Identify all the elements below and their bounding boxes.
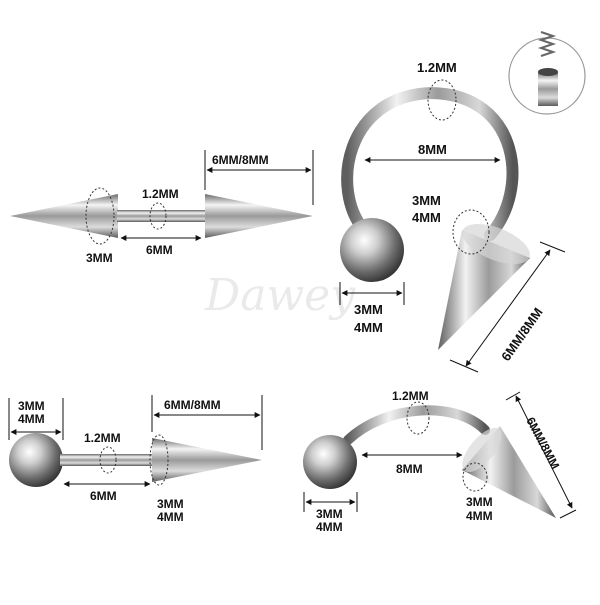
- length-label: 6MM/8MM: [164, 398, 221, 412]
- ball-end: [340, 218, 404, 282]
- length-label: 6MM/8MM: [212, 153, 269, 167]
- bar: [60, 454, 154, 466]
- fig1-double-spike-barbell: 6MM/8MM 1.2MM 6MM 3MM: [10, 150, 314, 265]
- thickness-marker: [427, 79, 457, 121]
- ball-label-1: 3MM: [18, 399, 45, 413]
- curved-bar: [343, 405, 490, 445]
- spike-base-label-2: 4MM: [466, 509, 493, 523]
- fig3-ball-spike-barbell: 3MM 4MM 6MM/8MM 1.2MM 6MM 3MM 4MM: [8, 395, 263, 524]
- left-spike: [10, 194, 118, 238]
- spike-length-dim-line: [465, 249, 551, 367]
- ball-end: [9, 433, 63, 487]
- ball-label-2: 4MM: [18, 412, 45, 426]
- thickness-marker: [149, 202, 167, 230]
- length-span-label: 8MM: [396, 462, 423, 476]
- fig4-curved-barbell: 1.2MM 8MM 6MM/8MM 3MM 4MM 3MM 4MM: [303, 389, 577, 534]
- thickness-label: 1.2MM: [84, 431, 121, 445]
- spike-base-label-2: 4MM: [412, 210, 441, 225]
- spike-base-label-1: 3MM: [466, 495, 493, 509]
- bar: [117, 210, 205, 222]
- horseshoe-ring: [341, 86, 519, 241]
- base-marker: [85, 187, 115, 245]
- bar-label: 6MM: [146, 243, 173, 257]
- thread-detail-inset: [508, 31, 586, 115]
- bar-label: 6MM: [90, 489, 117, 503]
- thickness-marker: [406, 401, 430, 435]
- ball-label-1: 3MM: [316, 507, 343, 521]
- spike-base-marker: [462, 462, 488, 492]
- thickness-label: 1.2MM: [142, 187, 179, 201]
- spike-length-label: 6MM/8MM: [523, 415, 562, 472]
- spike-base-marker: [452, 209, 490, 255]
- thickness-label: 1.2MM: [417, 60, 457, 75]
- ball-label-1: 3MM: [354, 302, 383, 317]
- ball-label-2: 4MM: [316, 520, 343, 534]
- spike-base-label-2: 4MM: [157, 510, 184, 524]
- diameter-label: 8MM: [418, 142, 447, 157]
- spike-end: [152, 438, 262, 482]
- spike-base-label-1: 3MM: [157, 497, 184, 511]
- spike-base-marker: [149, 434, 169, 486]
- watermark: Dawey: [204, 270, 356, 321]
- spike-length-dim-line: [515, 395, 573, 509]
- thickness-label: 1.2MM: [392, 389, 429, 403]
- spike-length-label: 6MM/8MM: [498, 305, 545, 364]
- cone-base: [462, 427, 502, 473]
- ball-label: 3MM: [86, 251, 113, 265]
- thickness-marker: [99, 446, 117, 474]
- ball-end: [303, 435, 357, 489]
- spike-base-label-1: 3MM: [412, 193, 441, 208]
- ball-label-2: 4MM: [354, 320, 383, 335]
- right-spike: [205, 194, 313, 238]
